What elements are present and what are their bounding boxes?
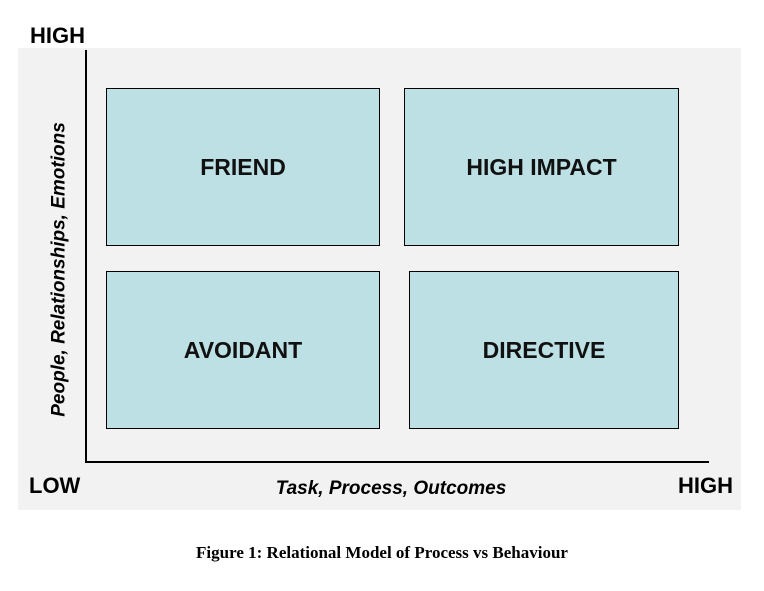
quadrant-directive-label: DIRECTIVE — [482, 336, 606, 363]
quadrant-friend-label: FRIEND — [200, 153, 286, 180]
x-axis-high-label: HIGH — [678, 473, 733, 498]
x-axis-low-label: LOW — [29, 473, 81, 498]
quadrant-friend: FRIEND — [106, 88, 380, 246]
figure-caption: Figure 1: Relational Model of Process vs… — [196, 543, 568, 562]
quadrant-high-impact-label: HIGH IMPACT — [466, 153, 617, 180]
quadrant-avoidant-label: AVOIDANT — [183, 336, 303, 363]
quadrant-avoidant: AVOIDANT — [106, 271, 380, 429]
quadrant-directive: DIRECTIVE — [409, 271, 679, 429]
x-axis-title: Task, Process, Outcomes — [275, 478, 507, 499]
y-axis-title: People, Relationships, Emotions — [48, 122, 70, 417]
quadrant-high-impact: HIGH IMPACT — [404, 88, 679, 246]
x-axis-line — [85, 461, 709, 463]
y-axis-high-label: HIGH — [30, 23, 85, 48]
y-axis-line — [85, 50, 87, 463]
